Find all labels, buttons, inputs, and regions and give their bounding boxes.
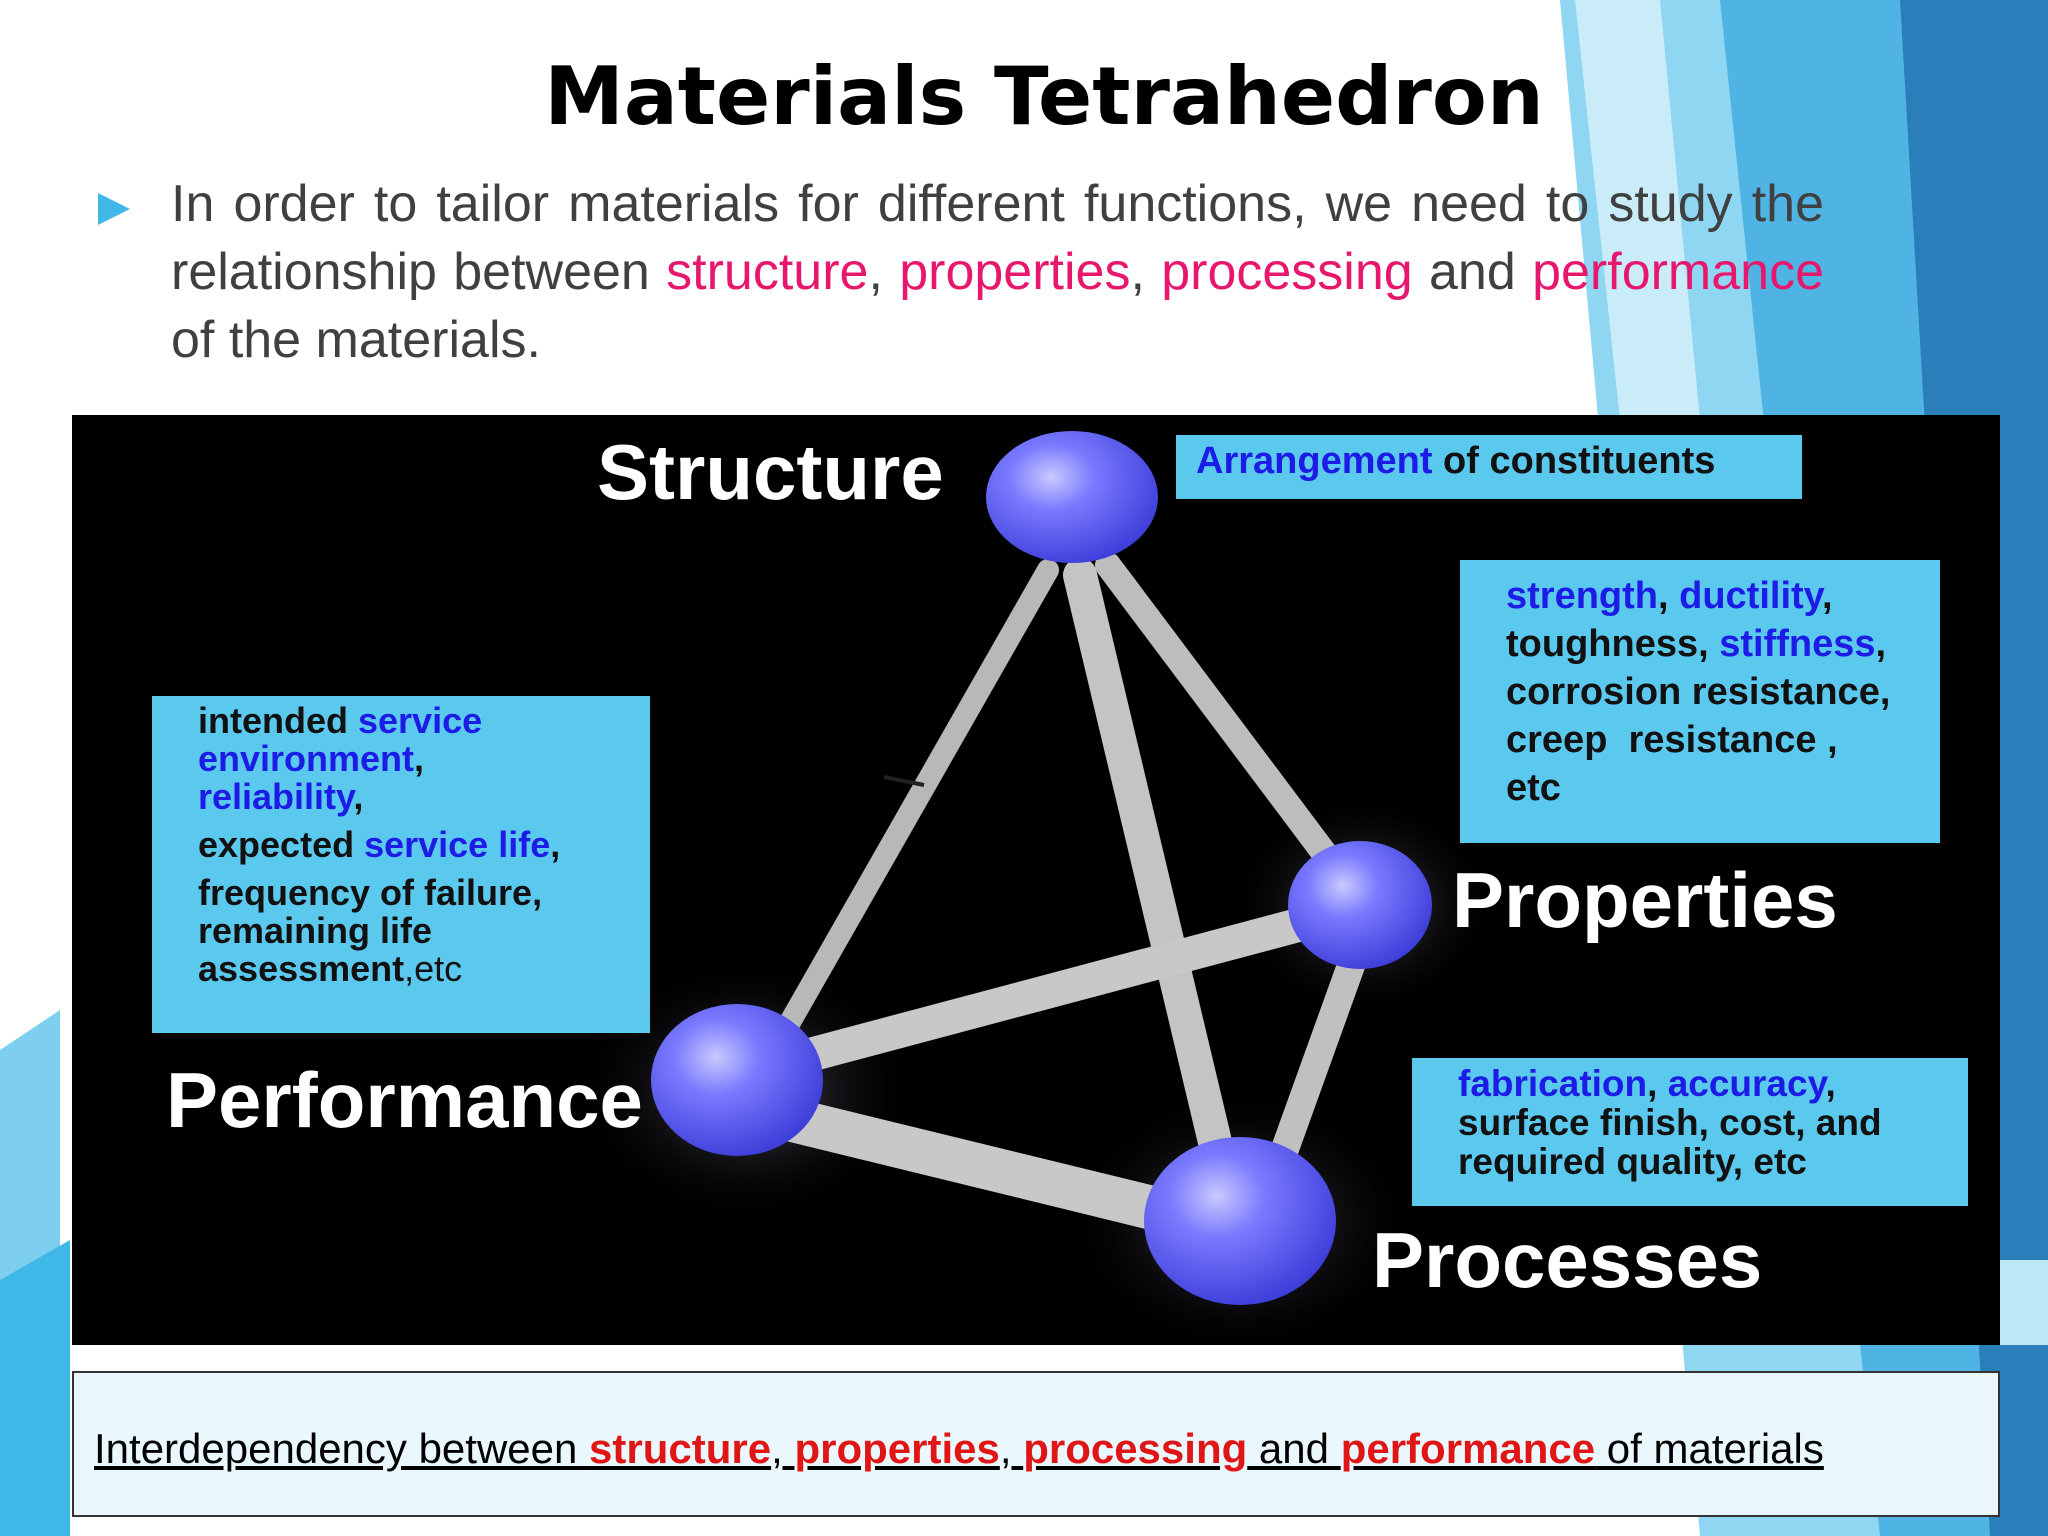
rod-mark <box>883 775 925 787</box>
tetrahedron-graphic <box>577 431 1492 1345</box>
sphere-structure <box>986 431 1158 563</box>
vertex-label-processes: Processes <box>1372 1216 1763 1304</box>
performance-description-box: intended service environment, reliabilit… <box>152 696 650 1033</box>
tetrahedron-diagram: Structure Properties Performance Process… <box>72 415 2000 1345</box>
vertex-label-properties: Properties <box>1452 856 1838 944</box>
vertex-label-structure: Structure <box>597 428 944 516</box>
sphere-properties <box>1288 841 1432 969</box>
rod-structure-performance <box>746 559 1059 1091</box>
footer-caption: Interdependency between structure, prope… <box>94 1425 1824 1472</box>
rod-structure-properties <box>1095 552 1365 903</box>
vertex-label-performance: Performance <box>166 1056 643 1144</box>
properties-description-box: strength, ductility, toughness, stiffnes… <box>1460 560 1940 843</box>
sphere-processes <box>1144 1137 1336 1305</box>
structure-description-box: Arrangement of constituents <box>1176 435 1802 499</box>
rod-structure-processes <box>1063 558 1247 1222</box>
footer-caption-box: Interdependency between structure, prope… <box>72 1371 2000 1517</box>
rod-performance-properties <box>755 903 1334 1082</box>
bullet-text: In order to tailor materials for differe… <box>171 175 1825 369</box>
triangle-right-icon <box>98 193 130 225</box>
slide-title: Materials Tetrahedron <box>544 50 1544 143</box>
rod-properties-processes <box>1258 921 1376 1199</box>
sphere-performance <box>651 1004 823 1156</box>
processes-description-box: fabrication, accuracy, surface finish, c… <box>1412 1058 1968 1206</box>
